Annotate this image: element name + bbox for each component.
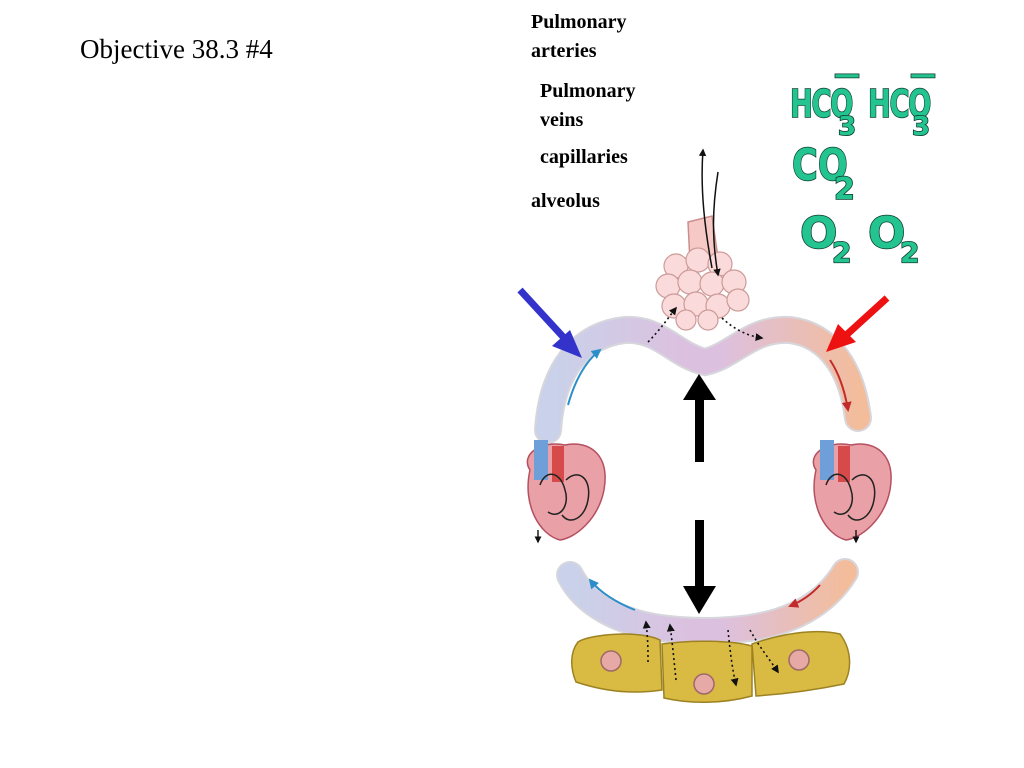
slide-title: Objective 38.3 #4	[80, 34, 273, 64]
carbon-dioxide-base: CO	[791, 139, 848, 192]
carbon-dioxide-formula: CO	[791, 139, 848, 192]
downward-black-arrow	[683, 520, 716, 614]
label-pulmonary-arteries: Pulmonary arteries	[531, 11, 627, 62]
bicarbonate-formula-2: HCO	[867, 81, 932, 127]
bicarbonate-2-base: HCO	[867, 81, 932, 127]
bicarbonate-2-charge: —	[909, 59, 937, 91]
bicarbonate-2-subscript: 3	[911, 111, 931, 143]
pulmonary-vessel-arch	[534, 315, 872, 444]
heart-right	[812, 440, 892, 544]
systemic-vessel-arch	[556, 558, 859, 645]
oxygen-2-subscript: 2	[899, 235, 920, 270]
upward-black-arrow	[683, 374, 716, 462]
tissue-cells	[571, 620, 851, 703]
bicarbonate-formula-1: HCO	[789, 81, 854, 127]
bicarbonate-1-base: HCO	[789, 81, 854, 127]
oxygen-formula-2: O	[867, 207, 906, 260]
label-alveolus: alveolus	[531, 190, 600, 212]
alveolus-cluster	[647, 148, 764, 343]
oxygen-2-base: O	[867, 207, 906, 260]
bicarbonate-1-subscript: 3	[837, 111, 857, 143]
oxygen-1-subscript: 2	[831, 235, 852, 270]
label-pulmonary-veins: Pulmonary veins	[540, 80, 636, 131]
oxygen-formula-1: O	[799, 207, 838, 260]
deoxygenated-pointer-arrow	[517, 287, 582, 358]
oxygenated-pointer-arrow	[826, 295, 890, 352]
label-capillaries: capillaries	[540, 146, 628, 168]
bicarbonate-1-charge: —	[833, 59, 861, 91]
heart-left	[526, 440, 606, 544]
carbon-dioxide-subscript: 2	[833, 171, 855, 208]
oxygen-1-base: O	[799, 207, 838, 260]
